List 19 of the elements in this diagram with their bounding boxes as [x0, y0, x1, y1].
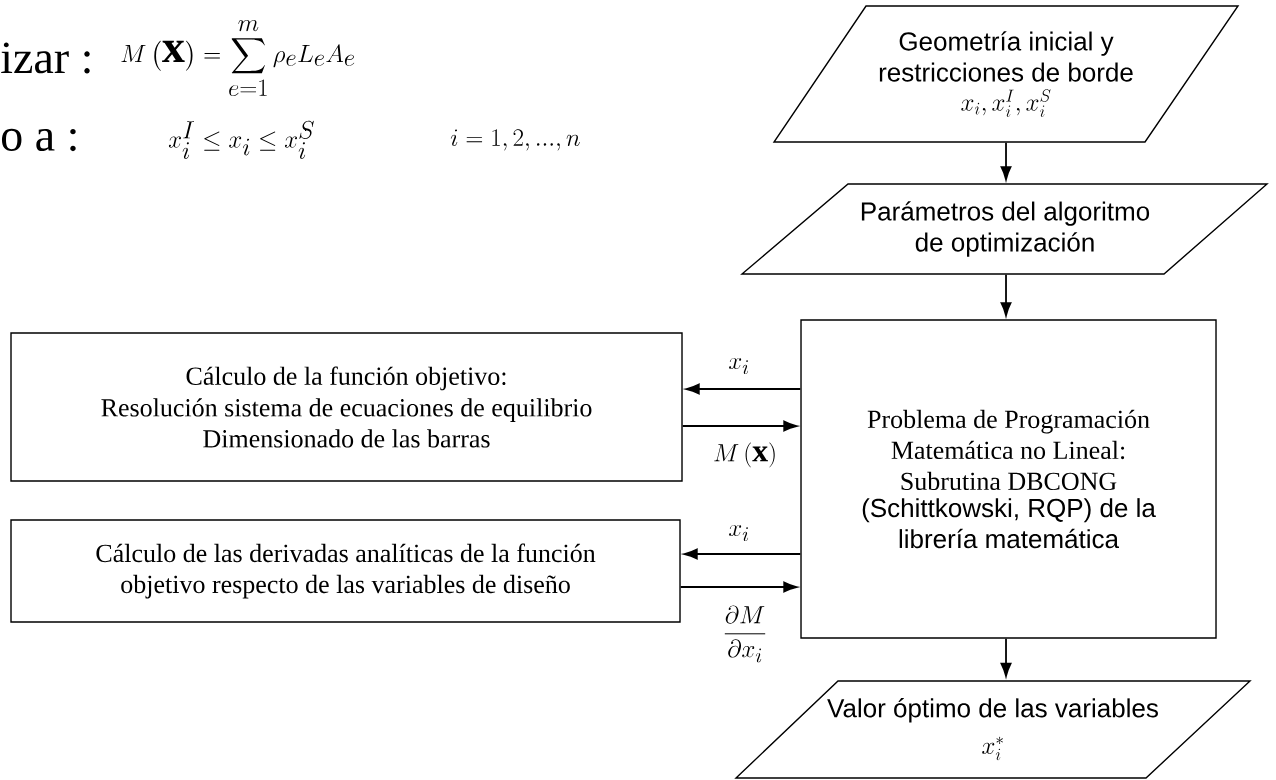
formula: $M\left(\mathbf{x}\right)=\sum_{e=1}^{m}\rho_e L_e A_e$ — [121, 19, 355, 97]
edge-label: $x_i$ — [727, 357, 751, 375]
formula: $i=1,2,...,n$ — [450, 129, 580, 151]
process-box: Cálculo de la función objetivo: Resolución sistema de ecuaciones de equilibrio Dimensionado de las barras — [10, 332, 683, 482]
text-label: izar : — [1, 42, 90, 74]
arrow — [679, 581, 798, 593]
arrow — [685, 383, 802, 395]
process-box: Problema de Programación Matemática no Lineal: Subrutina DBCONG (Schittkowski, RQP) de la librería matemática — [800, 319, 1217, 639]
arrow — [681, 420, 798, 432]
edge-label: $x_i$ — [727, 524, 751, 542]
text-label: o a : — [1, 128, 76, 152]
edge-label: $\dfrac{\partial M}{\partial x_i}$ — [722, 604, 768, 664]
arrow — [1000, 637, 1012, 677]
arrow — [1000, 141, 1012, 181]
formula: $x_i^{I}\le x_i\le x_i^{S}$ — [168, 120, 314, 159]
arrow — [683, 548, 802, 560]
process-box: Cálculo de las derivadas analíticas de la función objetivo respecto de las variables de diseño — [10, 519, 681, 623]
arrow — [1000, 273, 1012, 317]
edge-label: $M\left(\mathbf{x}\right)$ — [712, 441, 778, 469]
